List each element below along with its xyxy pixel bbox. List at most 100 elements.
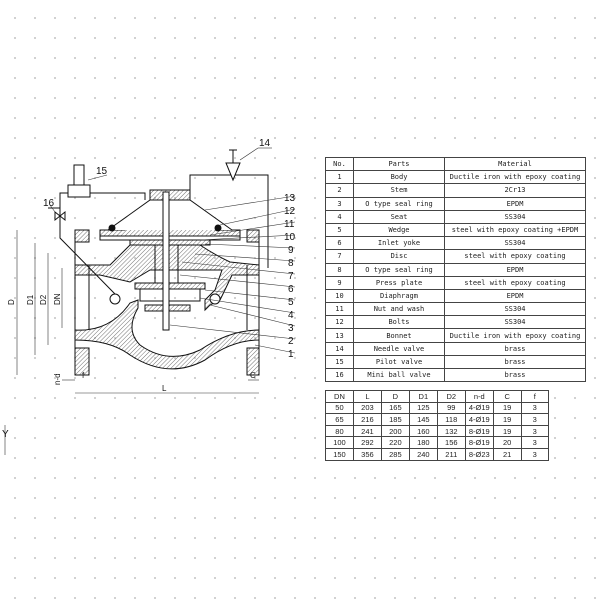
table-cell: O type seal ring bbox=[353, 262, 445, 277]
table-cell: steel with epoxy coating bbox=[444, 275, 586, 290]
table-cell: 12 bbox=[325, 315, 354, 330]
part-label: 10 bbox=[284, 232, 296, 243]
table-cell: Ductile iron with epoxy coating bbox=[444, 170, 586, 185]
table-cell: Mini ball valve bbox=[353, 367, 445, 383]
table-cell: 99 bbox=[436, 401, 466, 415]
table-cell: 356 bbox=[352, 447, 382, 461]
left-flange bbox=[74, 229, 90, 243]
dim-D2: D2 bbox=[39, 294, 48, 305]
table-cell: 132 bbox=[436, 424, 466, 438]
table-cell: 16 bbox=[325, 367, 354, 383]
table-cell: steel with epoxy coating +EPDM bbox=[444, 222, 586, 238]
body bbox=[74, 244, 260, 312]
part-label: 12 bbox=[284, 206, 296, 217]
table-cell: EPDM bbox=[444, 262, 586, 277]
table-cell: 3 bbox=[520, 447, 549, 461]
table-cell: 8-Ø19 bbox=[464, 436, 494, 449]
inlet-port bbox=[109, 293, 121, 305]
part-label: 4 bbox=[288, 310, 294, 321]
part-label: 1 bbox=[288, 349, 294, 360]
dim-D1: D1 bbox=[26, 294, 35, 305]
table-cell: 292 bbox=[352, 436, 382, 449]
part-label: 15 bbox=[96, 166, 108, 177]
part-label: 7 bbox=[288, 271, 294, 282]
table-cell: 3 bbox=[520, 413, 549, 426]
table-cell: 5 bbox=[325, 222, 354, 238]
table-cell: 220 bbox=[380, 436, 410, 449]
table-cell: 3 bbox=[520, 436, 549, 449]
table-cell: 7 bbox=[325, 249, 354, 264]
dim-f: f bbox=[82, 371, 85, 380]
table-cell: n-d bbox=[464, 390, 494, 403]
table-cell: Ductile iron with epoxy coating bbox=[444, 328, 586, 343]
table-cell: 80 bbox=[325, 424, 354, 438]
table-cell: Inlet yoke bbox=[353, 236, 445, 251]
table-cell: 241 bbox=[352, 424, 382, 438]
table-cell: 14 bbox=[325, 341, 354, 356]
table-cell: 6 bbox=[325, 236, 354, 251]
table-cell: D bbox=[380, 390, 410, 403]
table-cell: SS304 bbox=[444, 236, 586, 251]
table-cell: 185 bbox=[380, 413, 410, 426]
table-cell: 156 bbox=[436, 436, 466, 449]
table-cell: 4-Ø19 bbox=[464, 401, 494, 415]
dim-L: L bbox=[162, 384, 167, 393]
part-label: 16 bbox=[43, 198, 55, 209]
table-cell: Material bbox=[444, 156, 586, 172]
table-cell: 19 bbox=[492, 401, 522, 415]
table-cell: steel with epoxy coating bbox=[444, 249, 586, 264]
needle-valve bbox=[225, 162, 241, 182]
table-cell: Parts bbox=[353, 156, 445, 172]
table-cell: 20 bbox=[492, 436, 522, 449]
table-cell: 11 bbox=[325, 302, 354, 317]
table-cell: SS304 bbox=[444, 302, 586, 317]
press-plate bbox=[129, 239, 211, 246]
table-cell: 65 bbox=[325, 413, 354, 426]
table-cell: 211 bbox=[436, 447, 466, 461]
table-cell: brass bbox=[444, 341, 586, 356]
table-cell: Needle valve bbox=[353, 341, 445, 356]
table-cell: 216 bbox=[352, 413, 382, 426]
table-cell: 4-Ø19 bbox=[464, 413, 494, 426]
table-cell: D1 bbox=[408, 390, 438, 403]
table-cell: 4 bbox=[325, 209, 354, 224]
table-cell: brass bbox=[444, 367, 586, 383]
table-cell: 19 bbox=[492, 424, 522, 438]
table-cell: D2 bbox=[436, 390, 466, 403]
part-label: 13 bbox=[284, 193, 296, 204]
part-label: 5 bbox=[288, 297, 294, 308]
part-label: 6 bbox=[288, 284, 294, 295]
table-cell: Nut and wash bbox=[353, 302, 445, 317]
table-cell: 3 bbox=[325, 196, 354, 211]
table-cell: SS304 bbox=[444, 315, 586, 330]
axis-y-label: Y bbox=[2, 429, 9, 440]
table-cell: 10 bbox=[325, 288, 354, 304]
table-cell: 1 bbox=[325, 170, 354, 185]
table-cell: 285 bbox=[380, 447, 410, 461]
table-cell: Pilot valve bbox=[353, 354, 445, 370]
table-cell: 240 bbox=[408, 447, 438, 461]
part-label: 14 bbox=[259, 138, 271, 149]
table-cell: brass bbox=[444, 354, 586, 370]
table-cell: 2 bbox=[325, 183, 354, 198]
table-cell: 19 bbox=[492, 413, 522, 426]
table-cell: Wedge bbox=[353, 222, 445, 238]
table-cell: 8-Ø23 bbox=[464, 447, 494, 461]
dim-DN: DN bbox=[53, 293, 62, 305]
table-cell: f bbox=[520, 390, 549, 403]
dim-nd: n-d bbox=[53, 373, 62, 385]
table-cell: DN bbox=[325, 390, 354, 403]
table-cell: 2Cr13 bbox=[444, 183, 586, 198]
